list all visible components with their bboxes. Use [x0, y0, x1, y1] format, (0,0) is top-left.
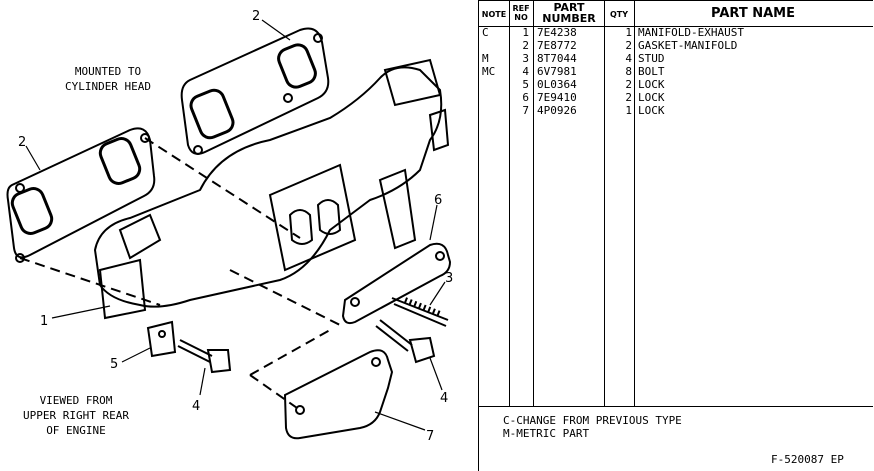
bolt-4-left [177, 339, 213, 363]
caption-of-engine: OF ENGINE [46, 424, 106, 437]
figure-id: F-520087 EP [771, 453, 844, 466]
callout-3: 3 [445, 271, 453, 286]
row-qty: 2 [625, 39, 632, 52]
row-qty: 1 [625, 104, 632, 117]
header-part-number: PART NUMBER [542, 1, 596, 25]
header-divider [479, 26, 873, 27]
col-divider-qty [634, 0, 635, 406]
row-part-name: STUD [638, 52, 665, 65]
callout-1: 1 [40, 314, 48, 329]
caption-viewed-from: VIEWED FROM [40, 394, 113, 407]
row-part-name: BOLT [638, 65, 665, 78]
caption-mounted: MOUNTED TO [75, 65, 141, 78]
caption-cylinder-head: CYLINDER HEAD [65, 80, 151, 93]
gasket-lower-port-1 [10, 187, 54, 235]
row-ref: 4 [522, 65, 529, 78]
table-top-border [479, 0, 873, 1]
row-part-name: LOCK [638, 104, 665, 117]
header-note: NOTE [481, 10, 507, 19]
manifold-illustration: MOUNTED TO CYLINDER HEAD VIEWED FROM UPP… [6, 9, 453, 444]
row-qty: 2 [625, 91, 632, 104]
table-row: 2 7E8772 2 GASKET-MANIFOLD [479, 39, 873, 52]
notes-divider [479, 406, 873, 407]
row-qty: 2 [625, 78, 632, 91]
col-divider-part [604, 0, 605, 406]
row-qty: 8 [625, 65, 632, 78]
header-part-name: PART NAME [711, 6, 795, 21]
callout-5: 5 [110, 357, 118, 372]
row-ref: 2 [522, 39, 529, 52]
header-qty: QTY [609, 10, 629, 19]
row-note: C [482, 26, 489, 39]
col-divider-ref [533, 0, 534, 406]
table-row: 6 7E9410 2 LOCK [479, 91, 873, 104]
lock-7 [283, 349, 394, 440]
row-qty: 4 [625, 52, 632, 65]
callout-2-left: 2 [18, 135, 26, 150]
callout-6: 6 [434, 193, 442, 208]
table-row: 7 4P0926 1 LOCK [479, 104, 873, 117]
row-part-number: 7E4238 [537, 26, 577, 39]
row-note: M [482, 52, 489, 65]
row-part-number: 4P0926 [537, 104, 577, 117]
row-part-name: MANIFOLD-EXHAUST [638, 26, 744, 39]
row-qty: 1 [625, 26, 632, 39]
callout-7: 7 [426, 429, 434, 444]
table-row: 5 0L0364 2 LOCK [479, 78, 873, 91]
note-metric: M-METRIC PART [503, 427, 590, 440]
row-ref: 3 [522, 52, 529, 65]
gasket-upper [180, 27, 330, 155]
lock-plate-6 [341, 242, 452, 325]
table-row: MC 4 6V7981 8 BOLT [479, 65, 873, 78]
row-part-number: 7E8772 [537, 39, 577, 52]
manifold-body [93, 66, 443, 308]
row-part-number: 7E9410 [537, 91, 577, 104]
row-part-number: 0L0364 [537, 78, 577, 91]
gasket-lower [6, 127, 156, 259]
table-row: M 3 8T7044 4 STUD [479, 52, 873, 65]
row-part-name: LOCK [638, 78, 665, 91]
bolt-4-right [375, 319, 413, 352]
parts-list: NOTE REF NO PART NUMBER QTY PART NAME C … [478, 0, 873, 471]
row-note: MC [482, 65, 496, 78]
row-ref: 7 [522, 104, 529, 117]
lock-5 [146, 320, 177, 358]
row-ref: 5 [522, 78, 529, 91]
gasket-lower-port-2 [98, 137, 142, 185]
row-part-number: 6V7981 [537, 65, 577, 78]
row-part-name: GASKET-MANIFOLD [638, 39, 738, 52]
callout-4-right: 4 [440, 391, 448, 406]
row-ref: 6 [522, 91, 529, 104]
gasket-upper-port-2 [277, 43, 317, 89]
col-divider-note [509, 0, 510, 406]
stud-3 [391, 297, 449, 327]
row-part-number: 8T7044 [537, 52, 577, 65]
callout-4-left: 4 [192, 399, 200, 414]
row-ref: 1 [522, 26, 529, 39]
note-change: C-CHANGE FROM PREVIOUS TYPE [503, 414, 682, 427]
callout-2-top: 2 [252, 9, 260, 24]
row-part-name: LOCK [638, 91, 665, 104]
header-ref: REF NO [512, 4, 530, 22]
gasket-upper-port-1 [189, 88, 235, 140]
table-row: C 1 7E4238 1 MANIFOLD-EXHAUST [479, 26, 873, 39]
exploded-diagram: MOUNTED TO CYLINDER HEAD VIEWED FROM UPP… [6, 9, 453, 444]
caption-upper-right-rear: UPPER RIGHT REAR [23, 409, 129, 422]
